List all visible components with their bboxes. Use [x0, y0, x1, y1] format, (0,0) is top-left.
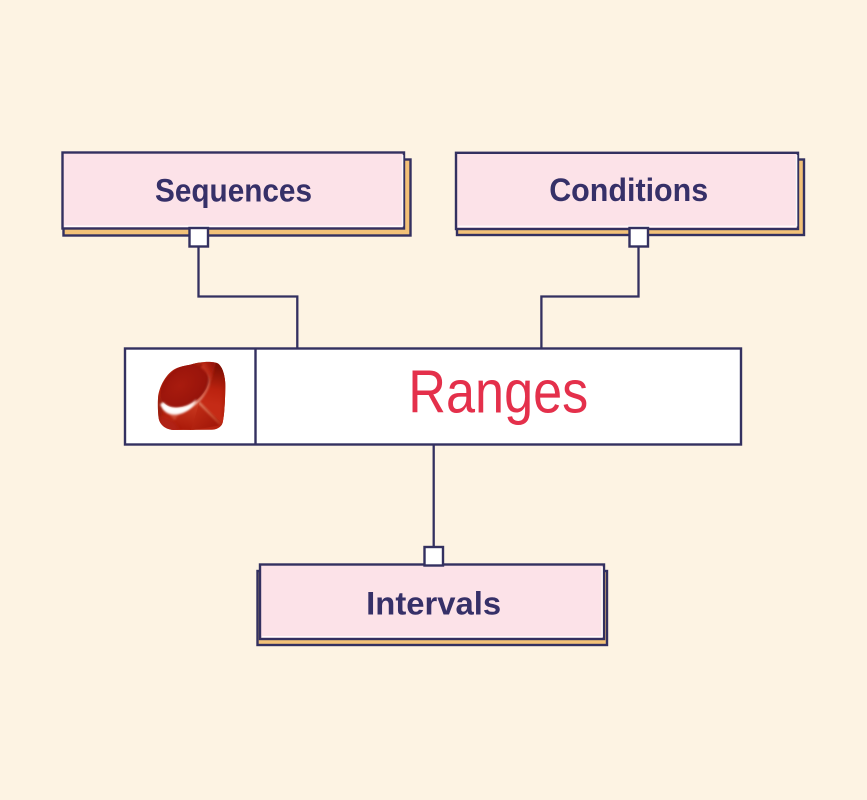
svg-text:Sequences: Sequences [155, 172, 312, 208]
svg-text:Intervals: Intervals [366, 585, 501, 621]
svg-text:Conditions: Conditions [549, 172, 708, 208]
svg-text:Ranges: Ranges [408, 358, 588, 425]
